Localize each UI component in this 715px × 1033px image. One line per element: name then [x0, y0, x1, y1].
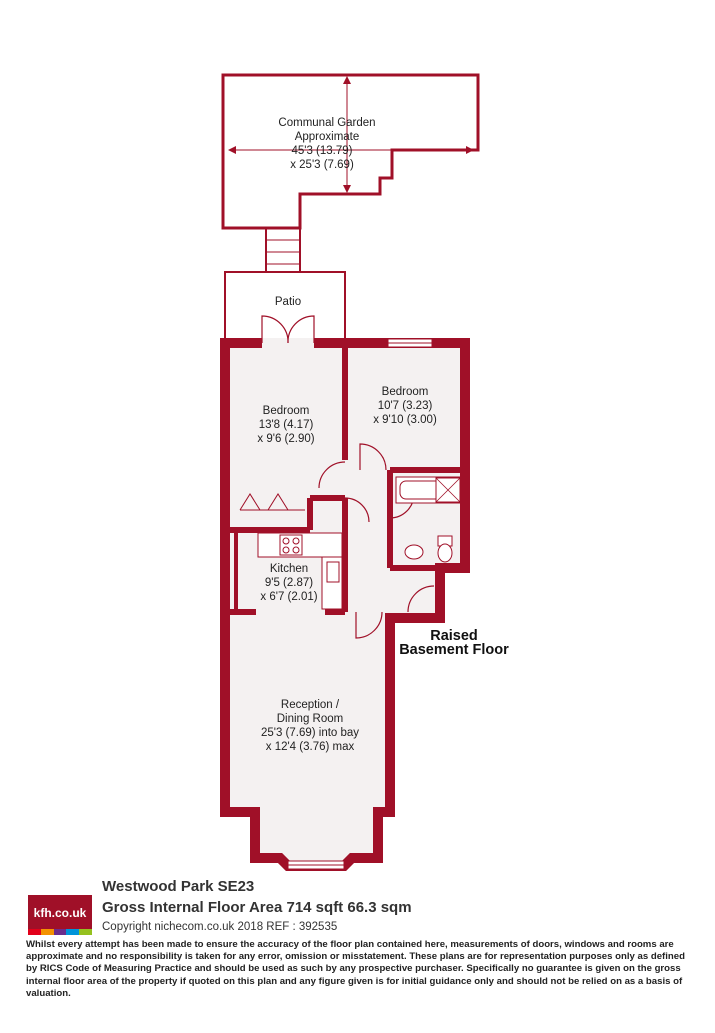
- logo-text: kfh.co.uk: [33, 906, 87, 920]
- door-swings: [318, 443, 435, 639]
- bedroom2-dim1: 10'7 (3.23): [378, 400, 433, 412]
- windows: [287, 338, 433, 870]
- bedroom1-dim2: x 9'6 (2.90): [257, 433, 314, 445]
- wardrobe: [239, 493, 305, 511]
- disclaimer-text: Whilst every attempt has been made to en…: [26, 939, 685, 999]
- label-kitchen: Kitchen 9'5 (2.87) x 6'7 (2.01): [260, 563, 317, 603]
- label-reception: Reception / Dining Room 25'3 (7.69) into…: [261, 699, 359, 753]
- floor-level-label: Raised Basement Floor: [399, 628, 509, 658]
- flat-floor: [220, 338, 470, 871]
- kitchen-fixtures: [257, 532, 343, 610]
- garden-steps: [265, 228, 301, 272]
- floor-label-line1: Raised: [430, 628, 478, 644]
- garden-dim2: x 25'3 (7.69): [290, 159, 354, 171]
- floor-area: Gross Internal Floor Area 714 sqft 66.3 …: [102, 899, 412, 916]
- patio: [224, 271, 346, 343]
- bedroom1-dim1: 13'8 (4.17): [259, 419, 314, 431]
- bedroom1-name: Bedroom: [263, 405, 310, 417]
- floor-label-line2: Basement Floor: [399, 642, 509, 658]
- garden-name: Communal Garden: [278, 117, 375, 129]
- copyright-ref: Copyright nichecom.co.uk 2018 REF : 3925…: [102, 921, 338, 933]
- kitchen-name: Kitchen: [270, 563, 308, 575]
- garden-line2: Approximate: [295, 131, 360, 143]
- reception-name: Reception /: [281, 699, 340, 711]
- reception-line2: Dining Room: [277, 713, 343, 725]
- patio-name: Patio: [275, 296, 301, 308]
- patio-doors: [261, 315, 315, 348]
- kfh-logo: kfh.co.uk: [28, 895, 92, 935]
- kitchen-dim2: x 6'7 (2.01): [260, 591, 317, 603]
- bedroom2-dim2: x 9'10 (3.00): [373, 414, 437, 426]
- communal-garden: [221, 73, 480, 230]
- property-address: Westwood Park SE23: [102, 878, 255, 895]
- kitchen-dim1: 9'5 (2.87): [265, 577, 313, 589]
- reception-dim1: 25'3 (7.69) into bay: [261, 727, 359, 739]
- bedroom2-name: Bedroom: [382, 386, 429, 398]
- label-garden: Communal Garden Approximate 45'3 (13.79)…: [278, 117, 375, 171]
- reception-dim2: x 12'4 (3.76) max: [266, 741, 355, 753]
- bathroom-fixtures: [395, 476, 461, 563]
- label-bedroom-2: Bedroom 10'7 (3.23) x 9'10 (3.00): [373, 386, 437, 426]
- label-bedroom-1: Bedroom 13'8 (4.17) x 9'6 (2.90): [257, 405, 314, 445]
- logo-stripe: [28, 929, 92, 935]
- garden-dim1: 45'3 (13.79): [291, 145, 352, 157]
